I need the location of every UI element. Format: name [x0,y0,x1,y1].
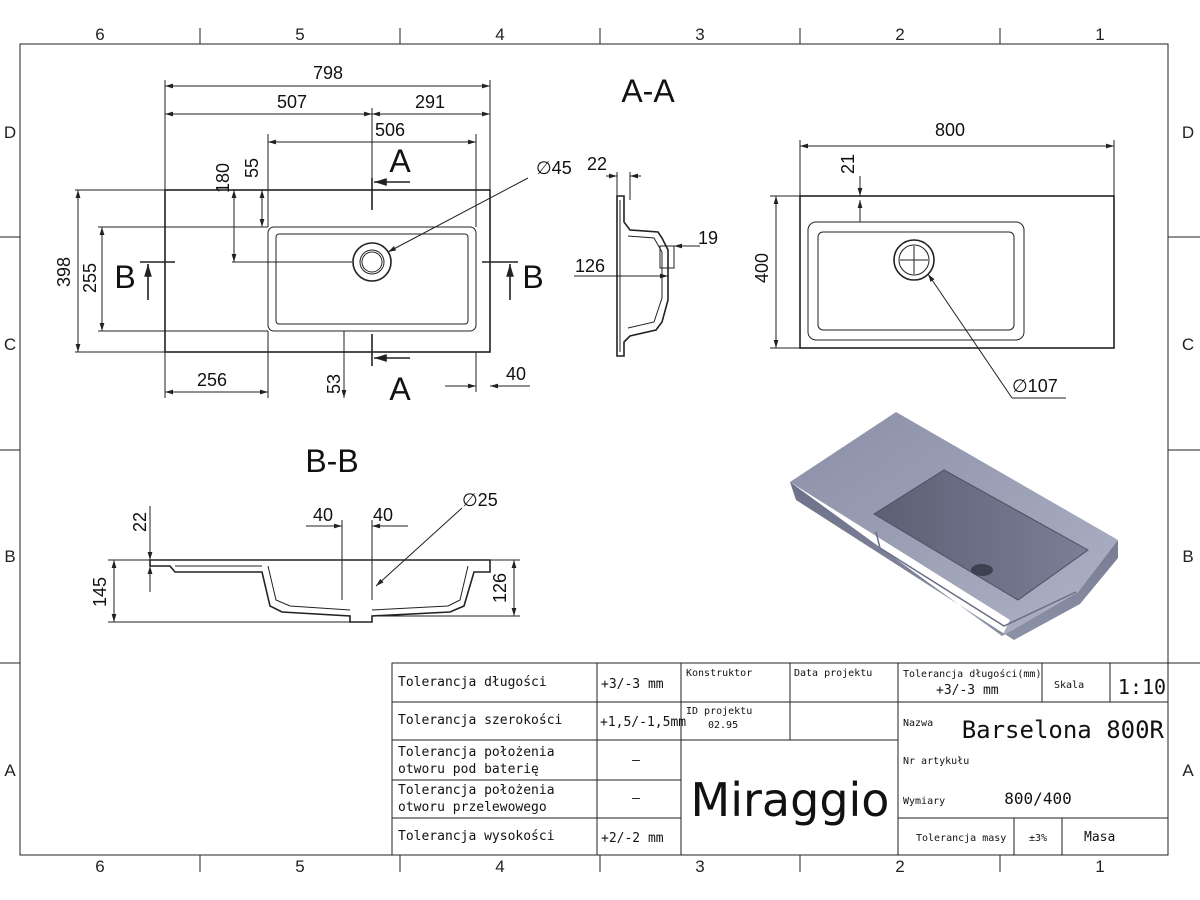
col-label: 6 [95,857,104,876]
row-label: C [1182,335,1194,354]
dim-rim-22: 22 [587,154,607,174]
project-id-label: ID projektu [686,706,752,717]
column-labels-top: 6 5 4 3 2 1 [95,25,1104,44]
col-label: 5 [295,857,304,876]
section-aa-view [574,172,700,357]
top-view-labels: 798 507 291 506 ∅45 180 55 398 255 256 5… [54,63,675,407]
section-bb-labels: B-B 22 40 40 ∅25 145 126 [90,443,510,607]
dim-depth-126: 126 [575,256,605,276]
section-cut-label: A [389,371,411,407]
dim-overall-depth: 398 [54,257,74,287]
row-labels-right: D C B A [1182,123,1194,780]
title-block [391,662,1169,856]
dim-bowl-length: 506 [375,120,405,140]
tap-position-value: — [632,753,640,768]
width-tolerance-label: Tolerancja szerokości [398,713,562,728]
dim-bowl-offset: 256 [197,370,227,390]
col-label: 2 [895,857,904,876]
right-plan-labels: 800 400 21 ∅107 [752,120,1058,396]
length-tolerance-value: +3/-3 mm [601,677,664,692]
right-plan-view [770,140,1115,399]
col-label: 4 [495,25,504,44]
dim-53: 53 [324,374,344,394]
designer-label: Konstruktor [686,668,752,679]
mass-tolerance-value: ±3% [1029,833,1047,844]
col-label: 2 [895,25,904,44]
row-labels-left: D C B A [4,123,16,780]
col-label: 4 [495,857,504,876]
col-label: 1 [1095,857,1104,876]
col-label: 5 [295,25,304,44]
product-name: Barselona 800R [962,716,1165,744]
col-label: 6 [95,25,104,44]
title-block-text: Tolerancja długości +3/-3 mm Tolerancja … [398,668,1166,846]
row-label: C [4,335,16,354]
width-tolerance-value: +1,5/-1,5mm [600,715,686,730]
sink-3d-render [790,412,1118,640]
dim-overflow-25: ∅25 [462,490,498,510]
dim-drain-gap-left: 40 [313,505,333,525]
dim-width-800: 800 [935,120,965,140]
overflow-position-label-1: Tolerancja położenia [398,783,555,798]
name-label: Nazwa [903,718,933,729]
project-id-value: 02.95 [708,720,738,731]
dim-overall-length: 798 [313,63,343,83]
mass-tolerance-label: Tolerancja masy [916,833,1006,844]
dim-bowl-height: 126 [490,573,510,603]
section-cut-label: A [389,143,411,179]
dim-tap-hole: ∅45 [536,158,572,178]
section-aa-title: A-A [621,73,675,109]
mass-label: Masa [1084,830,1115,845]
article-number-label: Nr artykułu [903,756,969,767]
dim-55: 55 [242,158,262,178]
length-tolerance-mm-value: +3/-3 mm [936,683,999,698]
dim-40: 40 [506,364,526,384]
column-labels-bottom: 6 5 4 3 2 1 [95,857,1104,876]
project-date-label: Data projektu [794,668,872,679]
dim-drain-19: 19 [698,228,718,248]
col-label: 3 [695,857,704,876]
section-bb-title: B-B [305,443,358,479]
dim-bowl-depth: 255 [80,263,100,293]
tap-position-label-1: Tolerancja położenia [398,745,555,760]
section-aa-labels: 22 126 19 [575,154,718,276]
overflow-position-label-2: otworu przelewowego [398,800,547,815]
row-label: A [4,761,16,780]
dim-depth-400: 400 [752,253,772,283]
row-label: D [1182,123,1194,142]
scale-value: 1:10 [1118,675,1166,699]
dim-rim-21: 21 [838,154,858,174]
section-cut-label: B [522,259,543,295]
col-label: 1 [1095,25,1104,44]
length-tolerance-mm-label: Tolerancja długości(mm) [903,668,1041,680]
dim-drain-107: ∅107 [1012,376,1058,396]
dim-drain-gap-right: 40 [373,505,393,525]
dim-180: 180 [213,163,233,193]
row-label: B [1182,547,1193,566]
height-tolerance-value: +2/-2 mm [601,831,664,846]
row-label: A [1182,761,1194,780]
dim-total-height: 145 [90,577,110,607]
dimensions-value: 800/400 [1004,789,1071,808]
dim-left-part: 507 [277,92,307,112]
dimensions-label: Wymiary [903,796,945,807]
top-view [75,80,530,398]
dim-right-part: 291 [415,92,445,112]
height-tolerance-label: Tolerancja wysokości [398,829,555,844]
col-label: 3 [695,25,704,44]
row-label: B [4,547,15,566]
section-cut-label: B [114,259,135,295]
overflow-position-value: — [632,791,640,806]
length-tolerance-label: Tolerancja długości [398,675,547,690]
brand-logo: Miraggio [691,773,890,827]
row-label: D [4,123,16,142]
scale-label: Skala [1054,680,1084,691]
section-bb-view [108,506,520,623]
tap-position-label-2: otworu pod baterię [398,762,539,777]
dim-rim-22: 22 [130,512,150,532]
